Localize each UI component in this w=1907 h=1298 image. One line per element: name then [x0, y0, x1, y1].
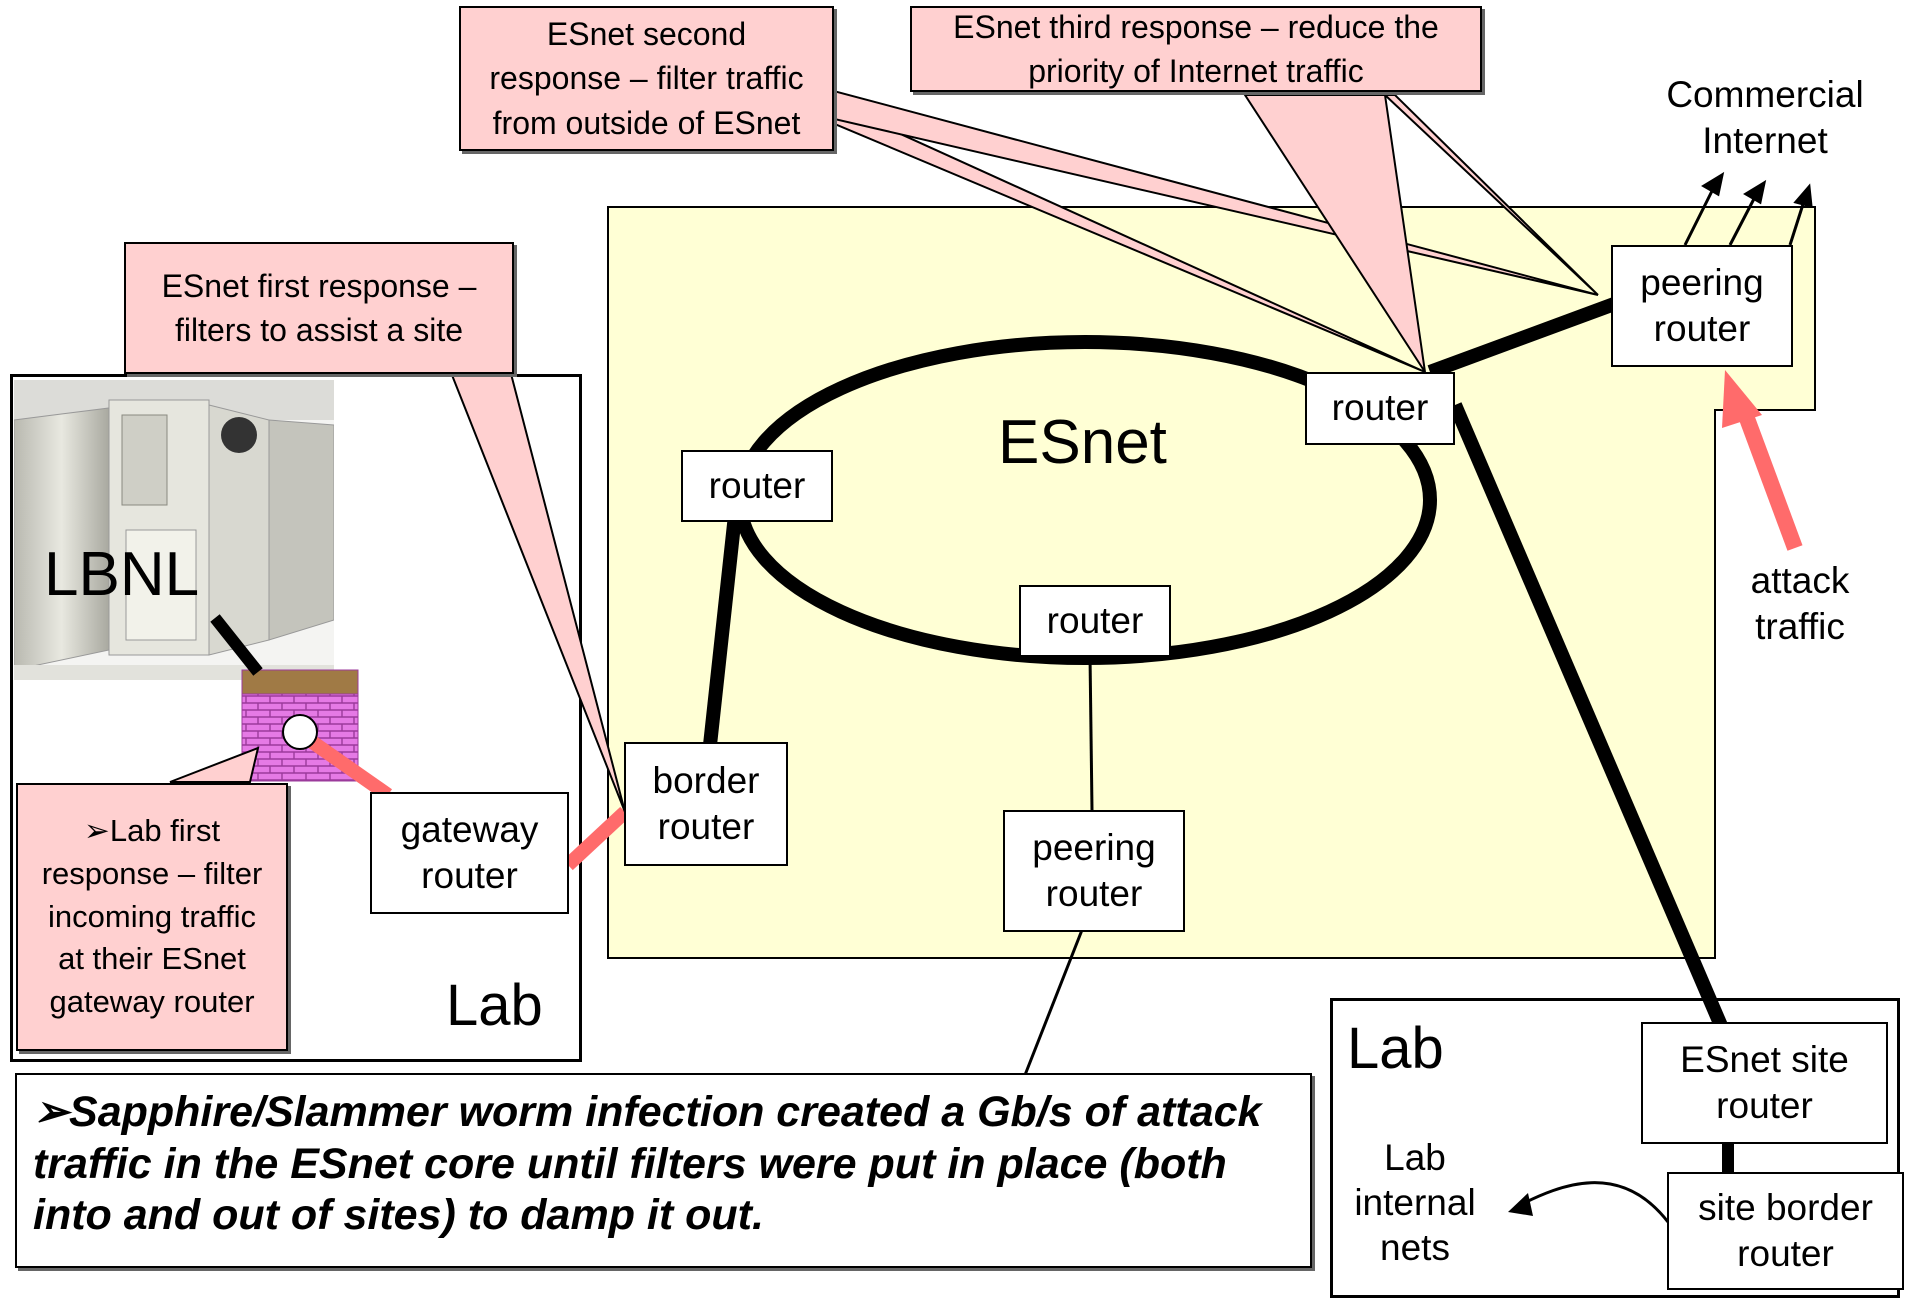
esnet-site-router[interactable]: ESnet site router	[1641, 1022, 1888, 1144]
lab-left-label: Lab	[446, 973, 543, 1038]
pointer-second-response-2	[829, 88, 1599, 296]
gateway-router[interactable]: gateway router	[370, 792, 569, 914]
link-core-peering	[1427, 293, 1628, 379]
lbnl-label: LBNL	[44, 540, 200, 609]
callout-first-response: ESnet first response – filters to assist…	[124, 242, 514, 374]
supercomputer-icon	[14, 380, 334, 680]
core-router-bottom[interactable]: router	[1019, 585, 1171, 657]
callout-third-response: ESnet third response – reduce the priori…	[910, 6, 1482, 92]
link-gateway-border	[563, 806, 630, 871]
pointer-lab-first	[169, 746, 260, 783]
esnet-label: ESnet	[998, 408, 1167, 477]
pointer-first-response	[448, 369, 626, 813]
link-peering-summary	[1023, 929, 1084, 1076]
link-core-site	[1448, 402, 1729, 1031]
firewall-port	[282, 714, 318, 750]
callout-second-response: ESnet second response – filter traffic f…	[459, 6, 834, 151]
core-router-right[interactable]: router	[1305, 372, 1455, 445]
core-router-left[interactable]: router	[681, 450, 833, 522]
attack-arrow-head	[1722, 370, 1762, 428]
lab-right-label: Lab	[1347, 1016, 1444, 1081]
lab-internal-arrow	[1519, 1181, 1670, 1223]
peering-router-bottom[interactable]: peering router	[1003, 810, 1185, 932]
link-router-peering	[1088, 654, 1094, 811]
attack-traffic-arrow	[1734, 402, 1803, 551]
commercial-internet-label: Commercial Internet	[1666, 74, 1864, 162]
link-router-border	[703, 514, 742, 746]
pointer-third-response	[1243, 94, 1426, 373]
pointer-third-response-2	[1382, 94, 1599, 296]
lab-internal-nets-label: Lab internal nets	[1354, 1137, 1476, 1269]
summary-box: ➢Sapphire/Slammer worm infection created…	[15, 1073, 1312, 1268]
internet-arrows	[1683, 171, 1813, 246]
peering-router-top[interactable]: peering router	[1611, 245, 1793, 367]
site-border-router[interactable]: site border router	[1667, 1172, 1904, 1290]
esnet-region-shape	[607, 206, 1816, 959]
lab-internal-arrowhead	[1508, 1193, 1533, 1216]
attack-traffic-label: attack traffic	[1750, 560, 1850, 648]
border-router[interactable]: border router	[624, 742, 788, 866]
summary-text: ➢Sapphire/Slammer worm infection created…	[33, 1088, 1262, 1240]
link-lbnl-firewall	[210, 614, 263, 676]
callout-lab-first-response: ➢Lab first response – filter incoming tr…	[16, 783, 288, 1051]
